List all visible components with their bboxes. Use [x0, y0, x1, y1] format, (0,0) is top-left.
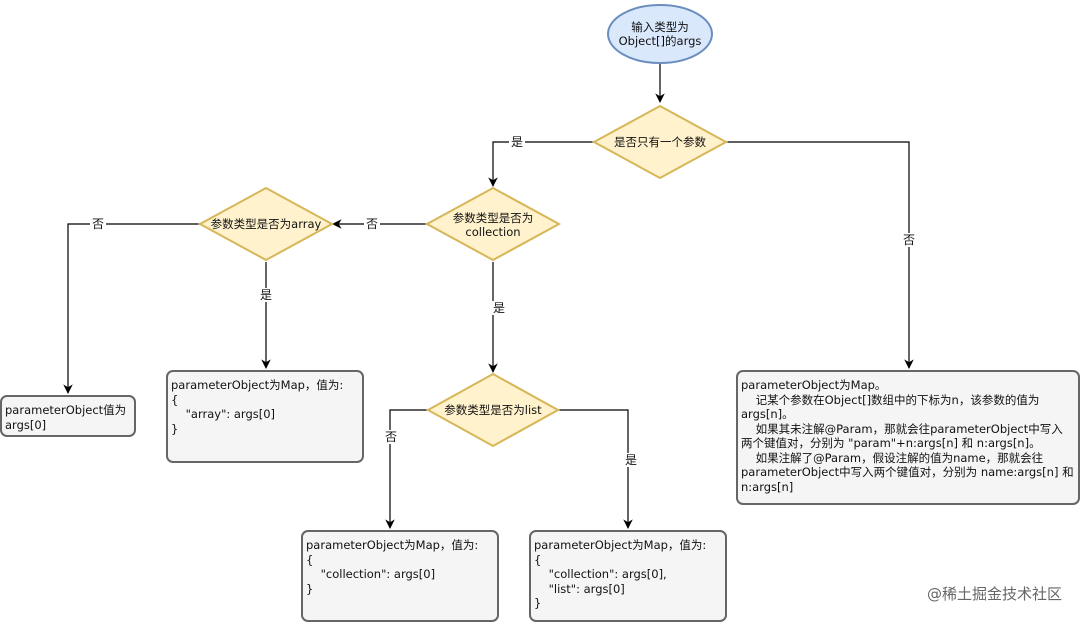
- edge-single-no: [726, 141, 914, 369]
- decision-is-array: [197, 186, 335, 262]
- edge-single-yes: [488, 141, 594, 187]
- edge-label-collection-no: 否: [364, 217, 381, 231]
- watermark: @稀土掘金技术社区: [926, 585, 1062, 603]
- decision-is-list-label: 参数类型是否为list: [444, 403, 542, 417]
- result-list-map-box: parameterObject为Map，值为: { "collection": …: [529, 530, 727, 622]
- edge-list-yes: [558, 409, 633, 529]
- edge-label-collection-yes: 是: [491, 301, 508, 315]
- decision-single-param: [591, 104, 729, 180]
- edge-label-single-no: 否: [901, 233, 918, 247]
- result-collection-map-box: parameterObject为Map，值为: { "collection": …: [301, 530, 499, 622]
- decision-is-list: [425, 372, 561, 448]
- edge-label-array-yes: 是: [258, 288, 275, 302]
- result-multi-map-box: parameterObject为Map。 记某个参数在Object[]数组中的下…: [736, 370, 1080, 505]
- result-args0-box: parameterObject值为 args[0]: [0, 395, 136, 437]
- edge-list-no: [385, 409, 428, 529]
- decision-is-array-label: 参数类型是否为array: [210, 217, 322, 231]
- edge-label-list-no: 否: [383, 430, 400, 444]
- decision-is-collection: [424, 186, 562, 262]
- result-array-map-box: parameterObject为Map，值为: { "array": args[…: [166, 370, 364, 463]
- start-node-label: 输入类型为 Object[]的args: [618, 20, 702, 48]
- decision-is-collection-label: 参数类型是否为 collection: [452, 211, 534, 239]
- decision-single-param-label: 是否只有一个参数: [614, 135, 706, 149]
- start-node: [607, 4, 713, 64]
- edge-array-no: [63, 223, 200, 394]
- edge-label-single-yes: 是: [509, 135, 526, 149]
- edge-label-list-yes: 是: [623, 453, 640, 467]
- edge-label-array-no: 否: [90, 217, 107, 231]
